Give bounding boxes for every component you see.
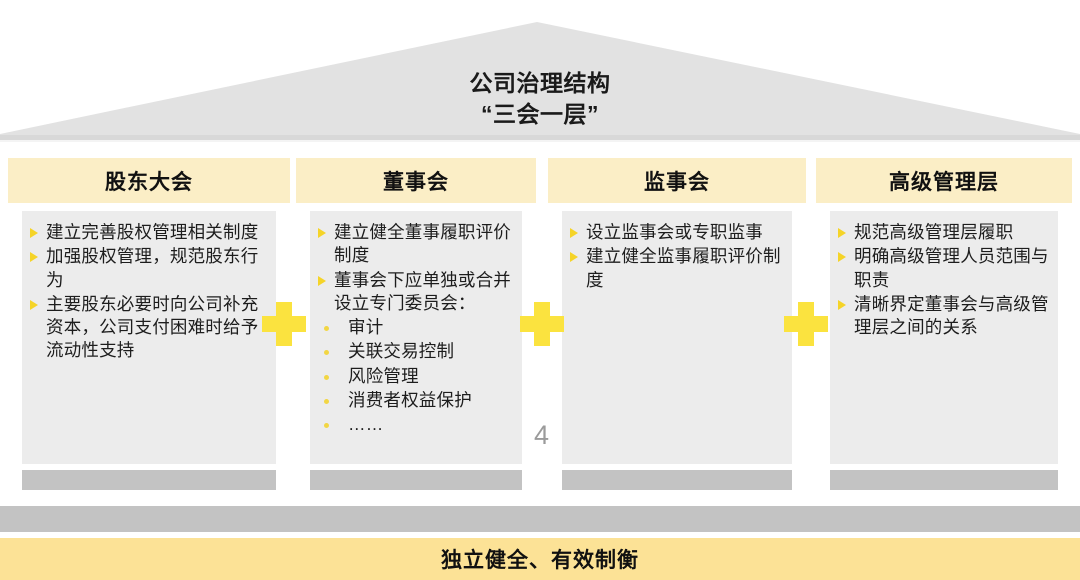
list-item: 消费者权益保护	[316, 389, 514, 412]
list-item: 加强股权管理，规范股东行为	[28, 245, 268, 292]
pillar-senior-management[interactable]: 高级管理层 规范高级管理层履职 明确高级管理人员范围与职责 清晰界定董事会与高级…	[816, 158, 1072, 490]
pillar-2-title: 董事会	[296, 158, 536, 203]
pillar-4-title: 高级管理层	[816, 158, 1072, 203]
foundation-slab	[0, 506, 1080, 532]
pillar-1-body: 建立完善股权管理相关制度 加强股权管理，规范股东行为 主要股东必要时向公司补充资…	[22, 211, 276, 464]
page-number: 4	[534, 420, 550, 450]
pillar-3-base	[562, 470, 792, 490]
pillar-shareholders-meeting[interactable]: 股东大会 建立完善股权管理相关制度 加强股权管理，规范股东行为 主要股东必要时向…	[8, 158, 290, 490]
roof-pediment: 公司治理结构 “三会一层”	[0, 0, 1080, 142]
pillar-row: 股东大会 建立完善股权管理相关制度 加强股权管理，规范股东行为 主要股东必要时向…	[0, 158, 1080, 490]
plus-icon-2	[520, 302, 564, 346]
list-item: 明确高级管理人员范围与职责	[836, 245, 1050, 292]
list-item: 建立健全监事履职评价制度	[568, 245, 784, 292]
pillar-3-list: 设立监事会或专职监事 建立健全监事履职评价制度	[568, 221, 784, 292]
pillar-2-body: 建立健全董事履职评价制度 董事会下应单独或合并设立专门委员会： 审计 关联交易控…	[310, 211, 522, 464]
plus-icon-1	[262, 302, 306, 346]
pillar-4-list: 规范高级管理层履职 明确高级管理人员范围与职责 清晰界定董事会与高级管理层之间的…	[836, 221, 1050, 339]
pillar-1-base	[22, 470, 276, 490]
footer-banner: 独立健全、有效制衡	[0, 538, 1080, 580]
list-item: 清晰界定董事会与高级管理层之间的关系	[836, 293, 1050, 340]
list-item: 主要股东必要时向公司补充资本，公司支付困难时给予流动性支持	[28, 293, 268, 363]
list-item: 建立完善股权管理相关制度	[28, 221, 268, 244]
pillar-3-body: 设立监事会或专职监事 建立健全监事履职评价制度	[562, 211, 792, 464]
list-item: 建立健全董事履职评价制度	[316, 221, 514, 268]
footer-banner-text: 独立健全、有效制衡	[441, 549, 639, 572]
pillar-1-list: 建立完善股权管理相关制度 加强股权管理，规范股东行为 主要股东必要时向公司补充资…	[28, 221, 268, 363]
list-item: 董事会下应单独或合并设立专门委员会：	[316, 269, 514, 316]
list-item: 设立监事会或专职监事	[568, 221, 784, 244]
roof-triangle-icon	[0, 22, 1080, 142]
pillar-3-title: 监事会	[548, 158, 806, 203]
pillar-2-list: 建立健全董事履职评价制度 董事会下应单独或合并设立专门委员会： 审计 关联交易控…	[316, 221, 514, 436]
pillar-4-body: 规范高级管理层履职 明确高级管理人员范围与职责 清晰界定董事会与高级管理层之间的…	[830, 211, 1058, 464]
list-item: 规范高级管理层履职	[836, 221, 1050, 244]
list-item: ……	[316, 413, 514, 436]
list-item: 关联交易控制	[316, 340, 514, 363]
pillar-board-of-supervisors[interactable]: 监事会 设立监事会或专职监事 建立健全监事履职评价制度	[548, 158, 806, 490]
pillar-1-title: 股东大会	[8, 158, 290, 203]
pillar-board-of-directors[interactable]: 董事会 建立健全董事履职评价制度 董事会下应单独或合并设立专门委员会： 审计 关…	[296, 158, 536, 490]
list-item: 风险管理	[316, 365, 514, 388]
plus-icon-3	[784, 302, 828, 346]
pillar-2-base	[310, 470, 522, 490]
pillar-4-base	[830, 470, 1058, 490]
list-item: 审计	[316, 316, 514, 339]
